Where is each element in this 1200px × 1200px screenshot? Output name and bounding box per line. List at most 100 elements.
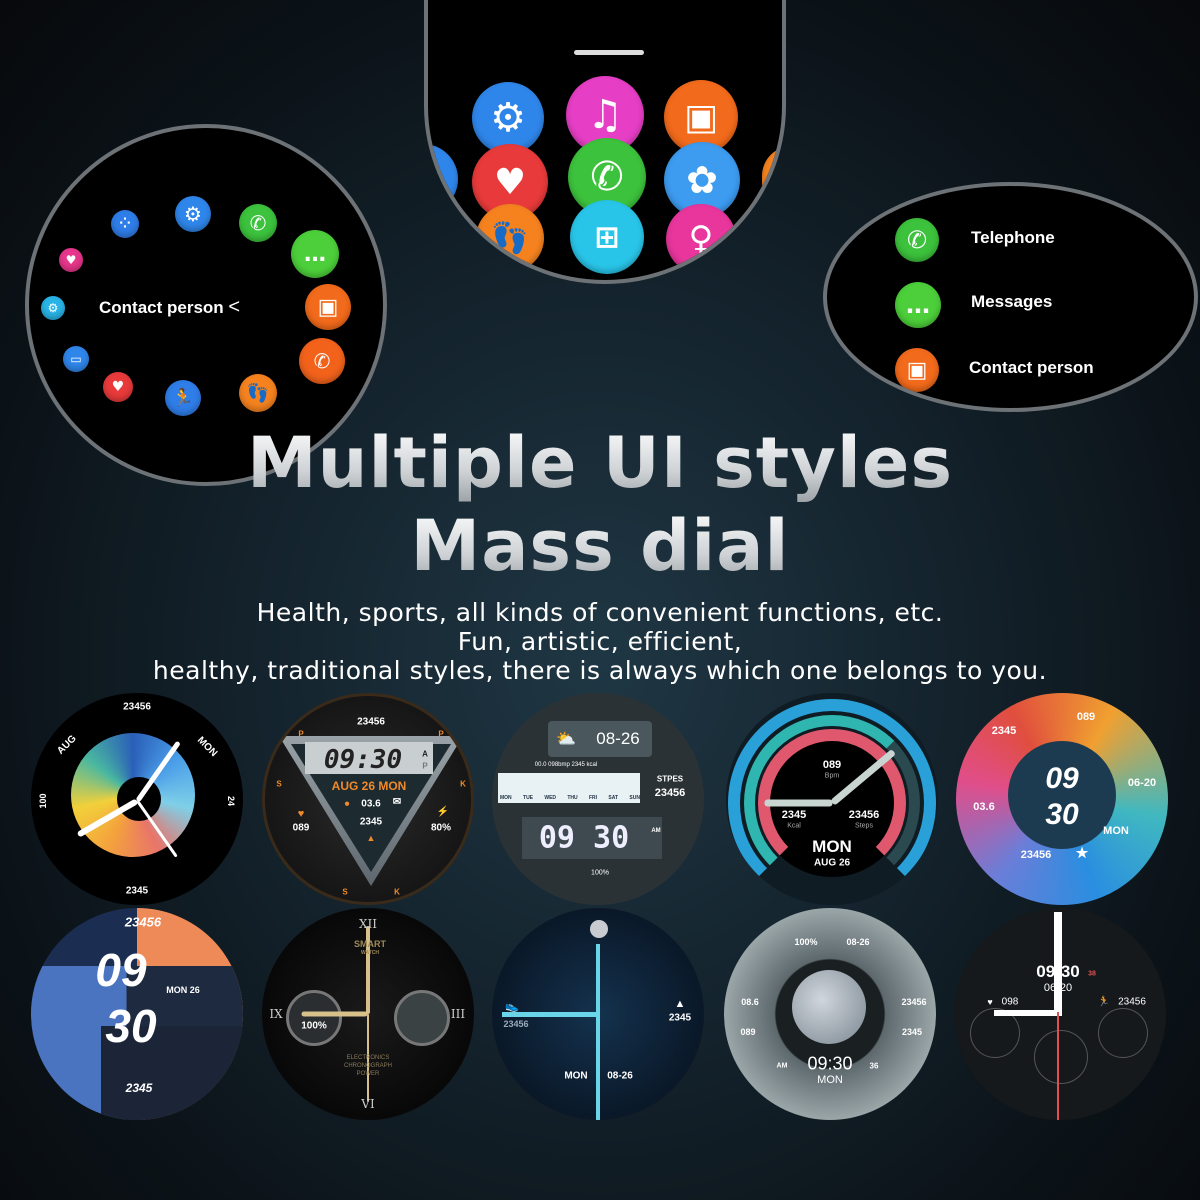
phone-icon[interactable]: ✆ bbox=[239, 204, 277, 242]
dial-classic-chronograph[interactable]: XII III VI IX SMART WATCH 100% ELECTRONI… bbox=[262, 908, 474, 1120]
date-value: AUG 26 bbox=[813, 857, 851, 869]
date-value: MON 26 bbox=[166, 985, 200, 995]
hour-hand bbox=[764, 799, 833, 807]
date-value: 06-20 bbox=[1043, 982, 1073, 994]
heart-value: 089 bbox=[740, 1027, 756, 1037]
top-pull-bar bbox=[574, 50, 644, 55]
steps-value: 23456 bbox=[124, 914, 162, 930]
ring-center-label[interactable]: Contact person bbox=[99, 298, 224, 317]
mail-icon: ✉ bbox=[392, 796, 402, 808]
heart-icon: ♥ bbox=[297, 808, 305, 820]
battery-value: 80% bbox=[430, 822, 452, 834]
heart-value: 089 bbox=[1076, 711, 1096, 723]
footer-line-1: ELECTRONICS bbox=[346, 1055, 390, 1061]
settings-icon[interactable]: ⚙ bbox=[41, 296, 65, 320]
heart-rate-icon[interactable]: ♥ bbox=[103, 372, 133, 402]
gear-icon[interactable]: ⚙ bbox=[472, 82, 544, 154]
steps-label: Steps bbox=[855, 822, 873, 830]
minute-value: 30 bbox=[1045, 798, 1079, 831]
dial-triangle-digital[interactable]: 23456 09:30 A P AUG 26 MON ● 03.6 ✉ 2345… bbox=[262, 693, 474, 905]
dial-moon-segments[interactable]: 100% 08-26 08.6 23456 089 2345 AM 09:30 … bbox=[724, 908, 936, 1120]
calories-value: 2345 bbox=[901, 1027, 923, 1037]
stats-row: 00.0 098bmp 2345 kcal bbox=[534, 762, 598, 768]
call-log-icon[interactable]: ✆ bbox=[299, 338, 345, 384]
monitor-icon[interactable]: ▭ bbox=[63, 346, 89, 372]
icon-ring-watch-screen: ⁘ ⚙ ✆ … ▣ ✆ 👣 🏃 ♥ ▭ ⚙ ♥ Contact person < bbox=[25, 124, 387, 486]
hour-hand bbox=[502, 1012, 598, 1017]
dial-activity-arcs[interactable]: 089 Bpm 2345 Kcal 23456 Steps MON AUG 26 bbox=[726, 693, 938, 905]
date-value: 08-26 bbox=[846, 937, 870, 947]
date-value: 08-26 bbox=[607, 1070, 633, 1082]
bolt-icon: ⚡ bbox=[436, 806, 450, 818]
numeral-ix: IX bbox=[269, 1007, 283, 1021]
battery-subdial bbox=[286, 990, 342, 1046]
bottom-subdial bbox=[1034, 1030, 1088, 1084]
minute-hand bbox=[1054, 912, 1062, 1016]
apps-grid-icon[interactable]: ⁘ bbox=[111, 210, 139, 238]
gear-icon[interactable]: ⚙ bbox=[175, 196, 211, 232]
dial-sport-chronograph[interactable]: 09:30 38 06-20 ♥ 098 🏃 23456 bbox=[954, 908, 1166, 1120]
battery-value: 100% bbox=[591, 869, 609, 877]
calories-value: 2345 bbox=[359, 816, 383, 828]
dial-starry-night[interactable]: 👟 23456 ▲ 2345 MON 08-26 bbox=[492, 908, 704, 1120]
list-item-label: Messages bbox=[971, 292, 1053, 311]
partial-left-icon[interactable] bbox=[428, 144, 458, 214]
calories-value: 2345 bbox=[781, 809, 807, 821]
steps-label: STPES bbox=[656, 774, 684, 784]
am-indicator: A bbox=[422, 749, 428, 759]
weekday-label: WED bbox=[544, 795, 557, 801]
shoe-icon: 👟 bbox=[505, 1000, 519, 1013]
middle-arc bbox=[744, 715, 920, 891]
health-icon[interactable]: ♥ bbox=[59, 248, 83, 272]
moon-icon bbox=[590, 920, 608, 938]
seconds-value: 38 bbox=[1088, 970, 1096, 978]
marker-s-bottom: S bbox=[342, 887, 348, 897]
calculator-icon[interactable]: ⊞ bbox=[570, 200, 644, 274]
weekday-subdial bbox=[394, 990, 450, 1046]
partial-right-icon[interactable] bbox=[762, 146, 782, 212]
marker-p-left: P bbox=[298, 729, 304, 739]
calories-value: 2345 bbox=[668, 1012, 692, 1024]
brand-text: SMART bbox=[354, 939, 386, 949]
numeral-xii: XII bbox=[358, 917, 378, 931]
message-icon[interactable]: … bbox=[291, 230, 339, 278]
date-value: 24 bbox=[226, 795, 236, 807]
female-icon[interactable]: ♀ bbox=[666, 204, 736, 274]
time-value: 09:30 bbox=[323, 745, 403, 775]
footer-line-2: CHRONOGRAPH bbox=[343, 1063, 393, 1069]
back-chevron-icon[interactable]: < bbox=[228, 296, 241, 318]
star-icon: ★ bbox=[1075, 844, 1089, 861]
ampm-indicator: AM bbox=[776, 1062, 788, 1070]
contacts-icon[interactable]: ▣ bbox=[305, 284, 351, 330]
moon-image bbox=[792, 970, 866, 1044]
steps-value: 23456 bbox=[901, 997, 927, 1007]
distance-value: 08.6 bbox=[741, 997, 759, 1007]
calories-value: 2345 bbox=[991, 725, 1017, 737]
time-panel bbox=[522, 817, 662, 859]
quadrant-bottom bbox=[101, 1026, 243, 1120]
footsteps-icon[interactable]: 👣 bbox=[239, 374, 277, 412]
hour-hand bbox=[301, 1011, 368, 1017]
heart-value: 098 bbox=[1001, 996, 1019, 1008]
dial-rainbow-analog[interactable]: 23456 AUG MON 100 24 2345 bbox=[31, 693, 243, 905]
steps-value: 23456 bbox=[654, 787, 686, 799]
calories-label: Kcal bbox=[787, 822, 801, 830]
day-value: MON bbox=[817, 1074, 843, 1086]
minute-hand bbox=[596, 944, 600, 1120]
running-icon[interactable]: 🏃 bbox=[165, 380, 201, 416]
date-value: AUG 26 MON bbox=[331, 779, 407, 793]
battery-value: 100% bbox=[794, 937, 818, 947]
headline-line-2: Mass dial bbox=[0, 505, 1200, 587]
second-hand bbox=[1057, 1012, 1059, 1120]
right-subdial bbox=[1098, 1008, 1148, 1058]
dial-quadrant-digital[interactable]: 23456 09 30 MON 26 2345 bbox=[31, 908, 243, 1120]
contacts-icon[interactable]: ▣ bbox=[664, 80, 738, 154]
date-panel bbox=[548, 721, 652, 757]
app-list-watch-screen: ✆ Telephone … Messages ▣ Contact person bbox=[823, 182, 1198, 412]
footsteps-icon[interactable]: 👣 bbox=[476, 204, 544, 272]
dial-color-petals[interactable]: 09 30 089 2345 06-20 03.6 MON 23456 ★ bbox=[956, 693, 1168, 905]
weekday-label: TUE bbox=[523, 795, 534, 801]
marker-p-right: P bbox=[438, 729, 444, 739]
steps-value: 23456 bbox=[503, 1019, 529, 1029]
